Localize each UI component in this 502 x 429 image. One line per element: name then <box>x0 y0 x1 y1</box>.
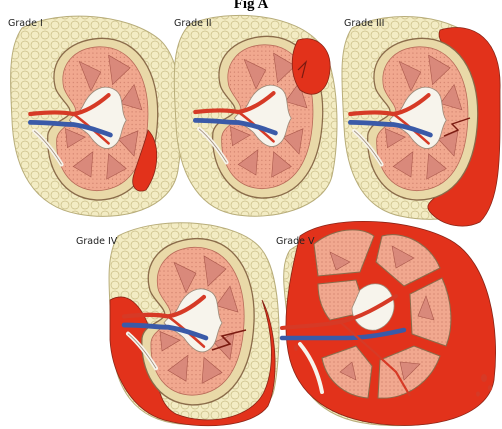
grade-label-2: Grade II <box>174 18 212 29</box>
perirenal-hematoma <box>292 39 330 95</box>
panel-grade-2 <box>174 15 337 216</box>
grade-label-1: Grade I <box>8 18 43 29</box>
grade-label-4: Grade IV <box>76 236 117 247</box>
grade-label-5: Grade V <box>276 236 314 247</box>
panel-grade-5 <box>282 221 496 425</box>
shattered-kidney <box>314 230 451 398</box>
grade-label-3: Grade III <box>344 18 384 29</box>
panel-grade-1 <box>11 16 182 216</box>
panel-grade-3 <box>342 16 500 226</box>
panel-grade-4 <box>109 223 279 426</box>
